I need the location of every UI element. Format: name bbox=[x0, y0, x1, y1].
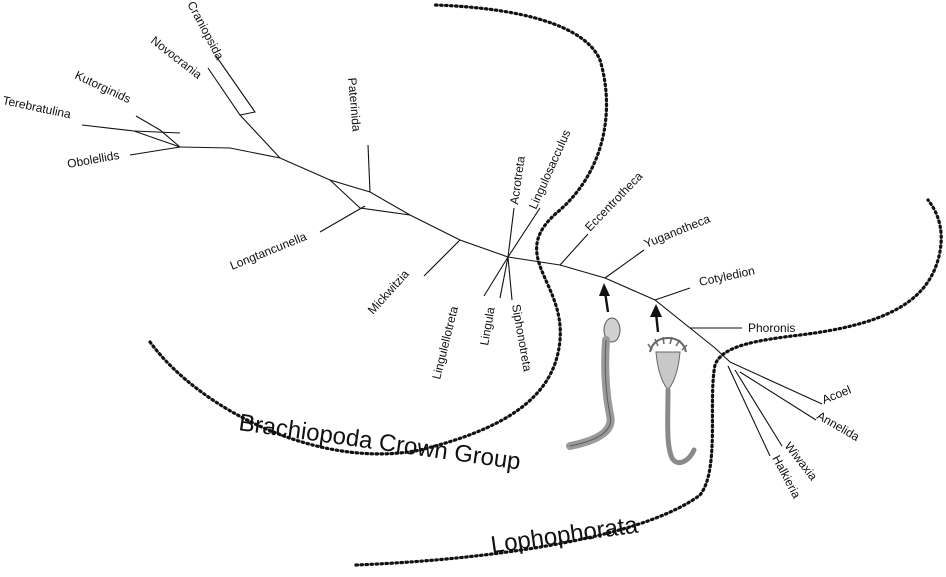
tentacled-cup-fossil-icon bbox=[647, 336, 697, 465]
label-yuganotheca: Yuganotheca bbox=[642, 211, 713, 250]
branch-longtancunella bbox=[319, 205, 366, 233]
label-eccentrotheca: Eccentrotheca bbox=[582, 169, 646, 234]
branch-lingulosacculus bbox=[507, 207, 541, 258]
label-acrotreta: Acrotreta bbox=[507, 155, 528, 205]
backbone bbox=[179, 146, 731, 363]
branch-craniopsida bbox=[215, 55, 256, 116]
label-phoronis: Phoronis bbox=[748, 321, 795, 335]
branch-kutorginids bbox=[135, 115, 181, 148]
label-siphonotreta: Siphonotreta bbox=[509, 303, 535, 373]
branch-novocrania bbox=[207, 67, 281, 159]
branch-terebratulina bbox=[81, 124, 181, 148]
branch-yuganotheca bbox=[604, 249, 645, 279]
label-paterinida: Paterinida bbox=[345, 77, 364, 132]
branch-halkieria bbox=[727, 365, 771, 457]
crown-group-boundary bbox=[148, 3, 609, 456]
label-annelida: Annelida bbox=[815, 408, 863, 444]
branch-paterinida bbox=[367, 144, 371, 193]
branch-acrotreta bbox=[507, 207, 515, 258]
branch-cotyledion bbox=[654, 287, 691, 301]
branch-cross-b bbox=[329, 179, 411, 216]
branch-cross-a bbox=[133, 130, 181, 134]
branch-obolellids bbox=[129, 146, 181, 156]
tree-branches bbox=[81, 55, 823, 457]
branch-lingulellotreta bbox=[483, 256, 509, 297]
stalked-tube-fossil-icon bbox=[566, 317, 621, 450]
label-kutorginids: Kutorginids bbox=[73, 68, 133, 106]
label-lingula: Lingula bbox=[477, 306, 498, 347]
label-acoel: Acoel bbox=[820, 383, 853, 407]
label-cotyledion: Cotyledion bbox=[698, 263, 756, 288]
label-lingulosacculus: Lingulosacculus bbox=[526, 128, 574, 212]
taxon-labels: Craniopsida Novocrania Kutorginids Tereb… bbox=[1, 0, 862, 501]
branch-lingula bbox=[499, 256, 509, 299]
label-obolellids: Obolellids bbox=[66, 148, 120, 171]
branch-wiwaxia bbox=[734, 369, 783, 447]
label-terebratulina: Terebratulina bbox=[1, 93, 72, 121]
label-novocrania: Novocrania bbox=[148, 33, 205, 82]
branch-acoel bbox=[729, 361, 823, 405]
label-mickwitzia: Mickwitzia bbox=[365, 267, 412, 317]
branch-eccentrotheca bbox=[559, 233, 589, 266]
lophophorata-boundary-a bbox=[354, 198, 943, 567]
label-brachiopoda-crown-group: Brachiopoda Crown Group bbox=[237, 409, 522, 475]
label-lingulellotreta: Lingulellotreta bbox=[429, 305, 461, 381]
label-longtancunella: Longtancunella bbox=[228, 229, 309, 273]
label-craniopsida: Craniopsida bbox=[184, 0, 227, 62]
branch-siphonotreta bbox=[507, 256, 513, 301]
label-lophophorata: Lophophorata bbox=[489, 511, 640, 558]
branch-annelida bbox=[739, 371, 817, 421]
branch-mickwitzia bbox=[423, 239, 461, 277]
arrow-cotyledion bbox=[650, 304, 662, 333]
arrow-yuganotheca bbox=[599, 283, 610, 313]
